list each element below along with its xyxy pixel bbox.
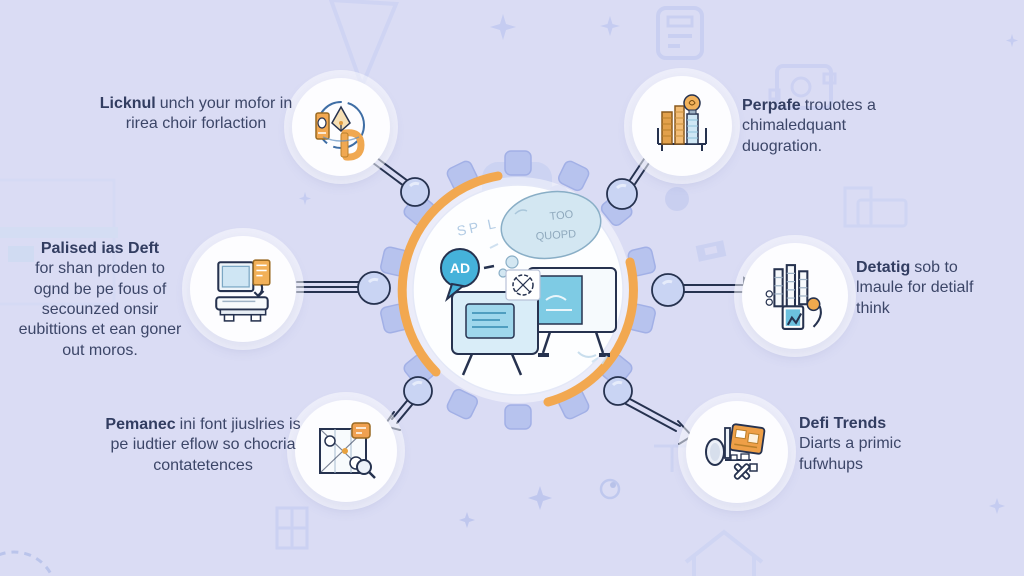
chart-report-icon: [765, 264, 822, 330]
dashed-arc: [0, 550, 54, 576]
hub-illustration: SP L TOO QUOPD: [440, 190, 617, 376]
label-body: Diarts a primic fufwhups: [799, 435, 902, 473]
right-monitor: [527, 267, 617, 357]
thought-text-1: TOO: [549, 209, 574, 223]
node-circle-bottom-left: [295, 400, 397, 502]
printer-icon: [215, 259, 271, 322]
label-body: sob to lmaule for detialf think: [856, 259, 974, 317]
sketch-badge: [505, 269, 541, 301]
table-doodle: [654, 444, 690, 472]
arm-middle-left: [296, 281, 361, 293]
sparkle-icon: [459, 512, 475, 528]
left-monitor: [451, 291, 539, 376]
arm-top-left: [368, 154, 413, 190]
label-title: Detatig: [856, 259, 911, 276]
label-title: Defi Trends: [799, 415, 887, 432]
node-circle-top-left: [292, 78, 390, 176]
fuzzy-dot: [665, 187, 689, 211]
label-title: Palised ias Deft: [40, 240, 160, 257]
small-block: [695, 240, 727, 262]
sparkle-icon: [299, 192, 311, 205]
window-grid-icon: [275, 506, 309, 550]
swirl-circle: [599, 478, 621, 500]
sparkle-icon: [600, 16, 620, 36]
thought-bubble: TOO QUOPD: [498, 190, 602, 278]
label-title: Licknul: [99, 95, 156, 112]
bar-chart-bulb-icon: [657, 94, 707, 151]
label-middle-left: Palised ias Deft for shan proden to ognd …: [16, 239, 184, 361]
sparkle-icon: [989, 498, 1005, 514]
node-circle-middle-right: [742, 243, 848, 349]
orange-arcs: [397, 171, 638, 407]
bulb-joints: [357, 177, 685, 406]
sparkle-icon: [1006, 34, 1018, 47]
node-circle-bottom-right: [686, 401, 788, 503]
label-title: Pemanec: [105, 416, 176, 433]
label-title: Perpafe: [742, 97, 801, 114]
thought-text-2: QUOPD: [535, 228, 576, 243]
ad-label: AD: [450, 260, 470, 276]
node-circle-top-right: [632, 76, 732, 176]
pen-compass-icon: [315, 101, 365, 161]
cards-icon: [843, 186, 908, 228]
label-body: trouotes a chimaledquant duogration.: [742, 97, 876, 155]
map-icon: [319, 422, 376, 479]
label-body: unch your mofor in rirea choir forlactio…: [125, 95, 293, 133]
label-body: ini font jiuslries is pe iudtier eflow s…: [110, 416, 301, 474]
calculator-icon: [656, 6, 704, 60]
ad-speech-bubble: AD: [440, 248, 480, 302]
label-body: for shan proden to ognd be pe fous of se…: [18, 260, 182, 359]
sparkle-icon: [528, 486, 552, 510]
left-edge-frames: [0, 178, 118, 306]
house-outline-icon: [684, 529, 764, 576]
camera-card-icon: [705, 423, 766, 480]
node-circle-middle-left: [190, 236, 296, 342]
triangle-outline: [328, 0, 399, 92]
stamp-document-icon: [768, 64, 837, 110]
sparkle-icon: [490, 14, 516, 40]
